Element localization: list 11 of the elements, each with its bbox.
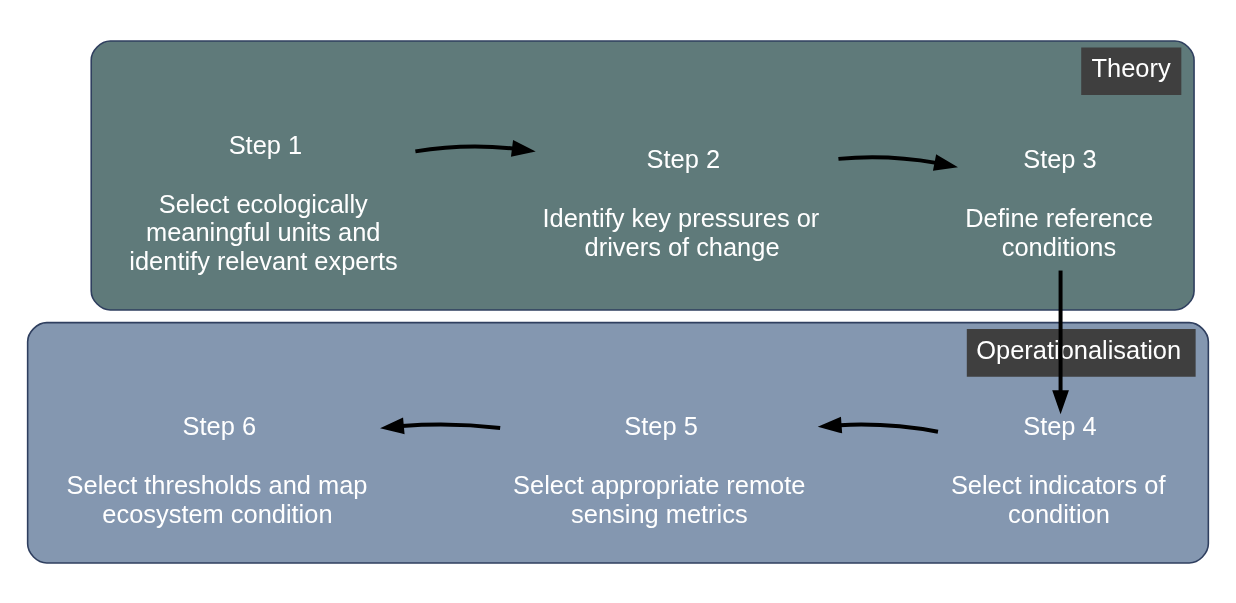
arrow (1052, 270, 1069, 414)
node-text: Step 4 Select indicators of condition (950, 411, 1166, 528)
node-text: Step 3 Define reference conditions (965, 144, 1154, 261)
arrow (817, 416, 939, 434)
node-text: Step 5 Select appropriate remote sensing metrics (513, 411, 806, 528)
arrow (415, 139, 536, 157)
node-text: Step 6 Select thresholds and map ecosystem condition (66, 411, 368, 528)
node-text: Step 2 Identify key pressures or drivers of change (542, 144, 820, 261)
arrow (838, 153, 958, 171)
arrow (380, 417, 501, 434)
node-text: Step 1 Select ecologically meaningful units and identify relevant experts (129, 130, 398, 275)
